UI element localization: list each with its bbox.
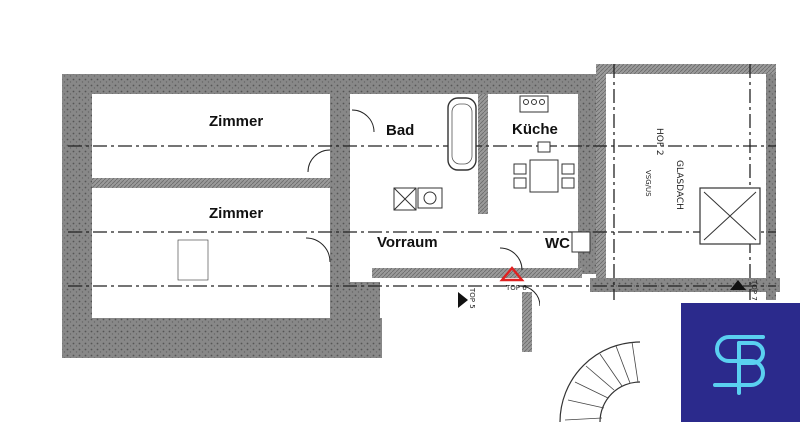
wall-hof-top <box>606 64 776 74</box>
room-hof <box>606 74 766 278</box>
axis-lines <box>68 64 776 300</box>
wall-stair-left <box>350 282 380 358</box>
wall-zimmer-right <box>330 94 350 358</box>
label-zimmer-2: Zimmer <box>209 205 264 222</box>
wall-kueche-right <box>578 94 596 274</box>
bathtub <box>447 97 477 171</box>
label-vsg: VSG/US <box>644 170 652 197</box>
label-hof: HOF 2 <box>654 128 664 156</box>
label-wc: WC <box>545 235 570 252</box>
sp-monogram-logo <box>713 335 765 395</box>
sp-logo <box>681 303 800 422</box>
direction-markers <box>458 280 746 308</box>
wall-hof-left <box>596 64 606 282</box>
room-note-box <box>177 239 209 281</box>
room-zimmer-2 <box>92 188 330 318</box>
washer <box>417 187 443 209</box>
wall-stair-right <box>522 292 532 352</box>
label-top6: TOP 6 <box>506 284 527 292</box>
toilet <box>571 231 591 253</box>
room-kueche <box>488 94 578 214</box>
room-zimmer-1 <box>92 94 330 178</box>
label-top5: TOP 5 <box>468 288 476 309</box>
exterior-wall-right <box>766 70 776 300</box>
label-glasdach: GLASDACH <box>674 160 684 210</box>
label-top7: TOP 7 <box>750 280 758 301</box>
label-bad: Bad <box>386 122 415 139</box>
dining-table <box>529 159 559 193</box>
exterior-wall-bottom <box>62 318 382 358</box>
exterior-wall-left <box>62 74 92 358</box>
wall-vorraum-bottom <box>372 268 582 278</box>
partition-wall-zimmer <box>92 178 332 188</box>
label-zimmer-1: Zimmer <box>209 113 264 130</box>
room-vorraum <box>350 214 578 268</box>
staircase <box>540 300 680 422</box>
door-swings <box>305 109 541 307</box>
wall-bad-kueche <box>478 94 488 214</box>
label-kueche: Küche <box>512 121 558 138</box>
label-vorraum: Vorraum <box>377 234 438 251</box>
entrance-marker-icon <box>499 266 525 282</box>
